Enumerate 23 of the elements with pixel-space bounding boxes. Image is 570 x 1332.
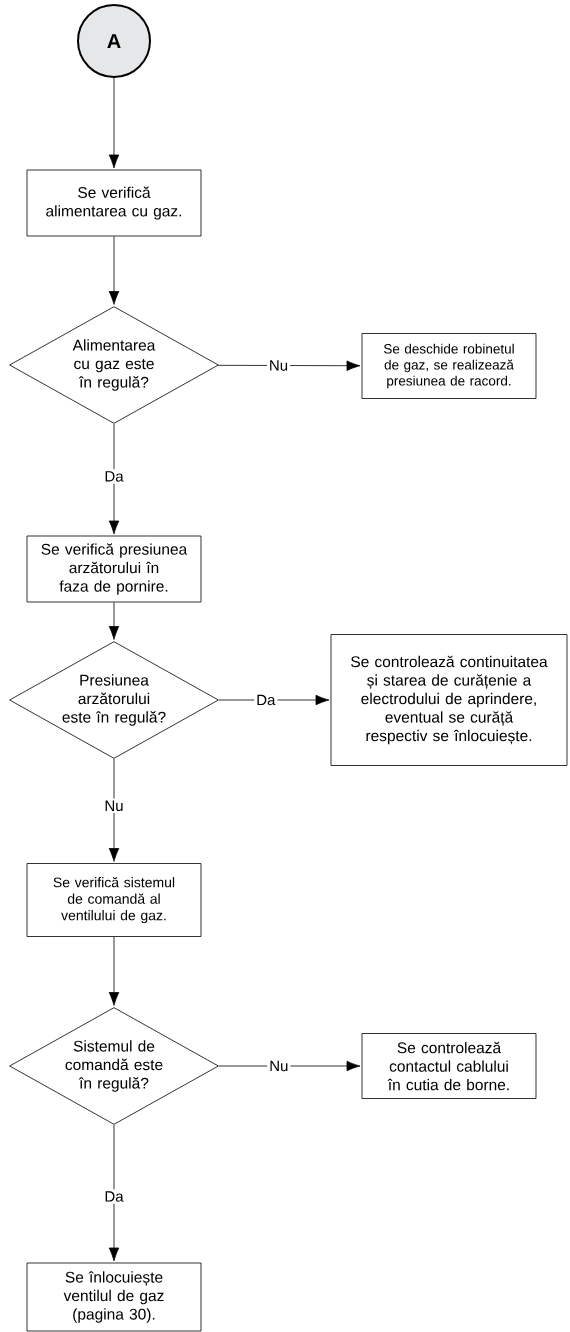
edge-label: Da xyxy=(254,692,278,708)
edge-label: Nu xyxy=(266,358,291,373)
arrow xyxy=(108,236,120,305)
process-box: Se verifică sistemul de comandă al ventilului de gaz. xyxy=(26,863,202,937)
arrow xyxy=(108,77,120,169)
process-box: Se verifică presiunea arzătorului în faza de pornire. xyxy=(26,535,202,603)
arrow xyxy=(108,1124,120,1262)
process-box: Se controlează contactul cablului în cutia de borne. xyxy=(361,1033,537,1099)
arrow xyxy=(108,423,120,535)
edge-label: Da xyxy=(102,469,126,484)
process-box: Se deschide robinetul de gaz, se realizează presiunea de racord. xyxy=(361,333,537,399)
arrow xyxy=(108,936,120,1006)
arrow xyxy=(108,602,120,640)
arrow xyxy=(218,1060,361,1072)
edge-label: Da xyxy=(102,1189,126,1204)
edge-label: Nu xyxy=(102,798,126,814)
arrow xyxy=(108,758,120,862)
edge-label: Nu xyxy=(267,1058,291,1074)
process-box: Se înlocuiește ventilul de gaz (pagina 30). xyxy=(26,1262,202,1332)
arrow xyxy=(218,694,330,706)
arrow xyxy=(217,360,361,371)
process-box: Se controlează continuitatea și starea de curățenie a electrodului de aprindere, eventual se curăță respectiv se înlocuiește. xyxy=(330,634,568,766)
process-box: Se verifică alimentarea cu gaz. xyxy=(26,169,202,237)
